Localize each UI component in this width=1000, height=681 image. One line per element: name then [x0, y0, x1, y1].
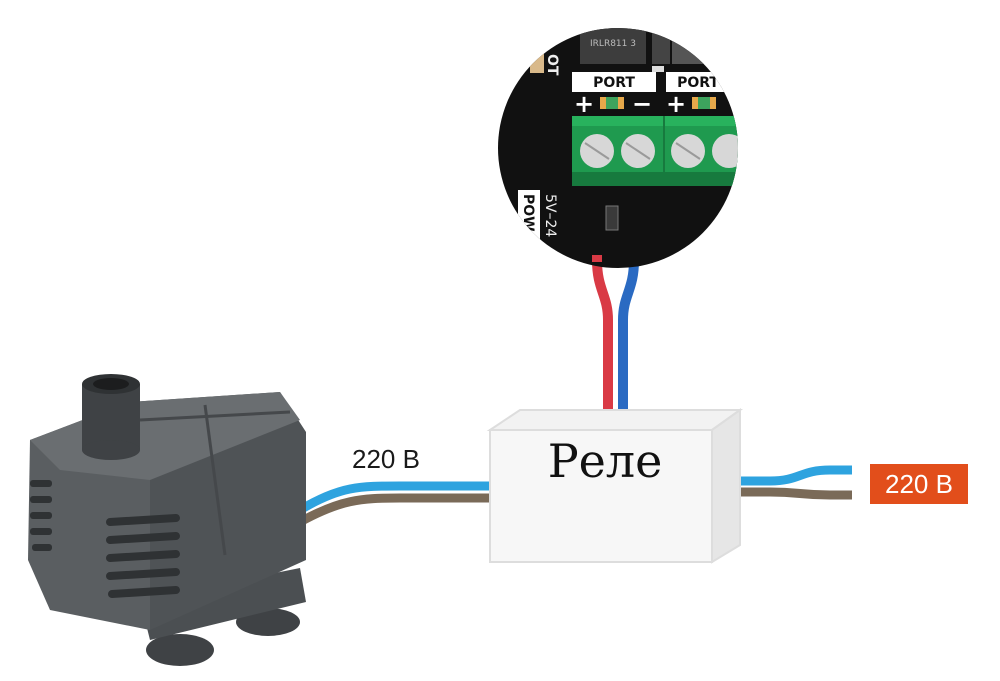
power-voltage-text: 5V–24 — [542, 194, 558, 237]
water-pump-icon — [28, 374, 306, 666]
controller-board-closeup: IRLR811 3 OT PORT PORT + − + — [498, 28, 738, 268]
mains-voltage-badge: 220 В — [870, 464, 968, 504]
plus-sign-left: + — [574, 90, 594, 118]
power-text-label: POW — [520, 194, 536, 232]
port-label-left: PORT — [593, 75, 635, 91]
terminal-block — [572, 116, 738, 186]
relay-box — [486, 408, 744, 564]
pump-power-wires — [295, 481, 500, 527]
minus-sign-left: − — [632, 90, 652, 118]
port-label-right: PORT — [677, 75, 719, 91]
terminal-screw — [712, 134, 738, 168]
plus-sign-right: + — [666, 90, 686, 118]
edge-text: OT — [544, 54, 560, 76]
mosfet-chip — [580, 28, 646, 64]
pump-voltage-label: 220 В — [352, 444, 420, 474]
relay-label: Реле — [547, 434, 663, 488]
chip-text: IRLR811 3 — [590, 39, 636, 49]
mains-input-wires — [722, 465, 852, 500]
